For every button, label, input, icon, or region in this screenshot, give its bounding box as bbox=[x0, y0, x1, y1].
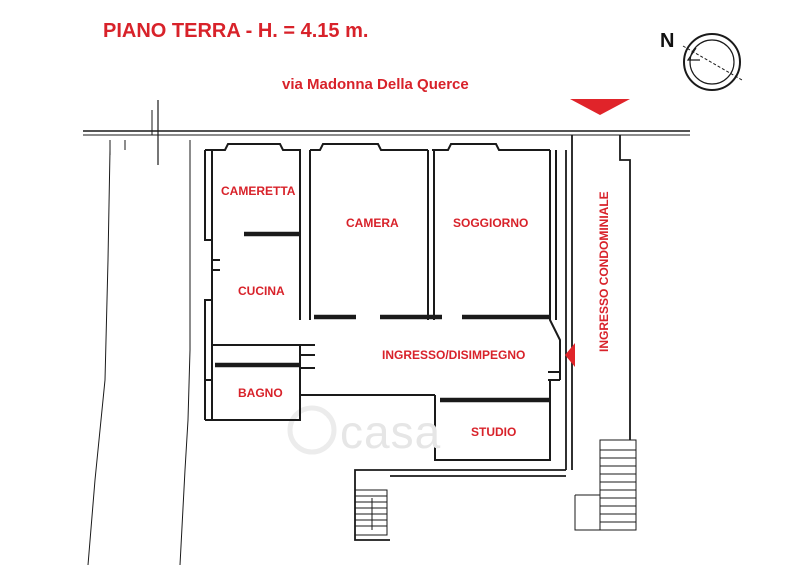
compass-icon bbox=[682, 33, 743, 91]
room-label-studio: STUDIO bbox=[471, 425, 517, 439]
thick-wall-segments bbox=[215, 231, 550, 403]
room-label-cameretta: CAMERETTA bbox=[221, 184, 296, 198]
room-label-camera: CAMERA bbox=[346, 216, 399, 230]
apartment-entrance-marker bbox=[565, 343, 575, 367]
room-label-bagno: BAGNO bbox=[238, 386, 283, 400]
stairs-left bbox=[354, 489, 388, 536]
street-name: via Madonna Della Querce bbox=[282, 76, 469, 93]
street-entrance-marker bbox=[570, 99, 630, 115]
room-label-ingresso-condominiale: INGRESSO CONDOMINIALE bbox=[597, 191, 611, 352]
room-label-cucina: CUCINA bbox=[238, 284, 285, 298]
room-label-ingresso: INGRESSO/DISIMPEGNO bbox=[382, 348, 526, 362]
watermark-logo bbox=[287, 405, 337, 455]
door-marks bbox=[212, 259, 560, 405]
room-label-soggiorno: SOGGIORNO bbox=[453, 216, 529, 230]
interior-walls bbox=[205, 150, 435, 395]
north-label: N bbox=[660, 30, 675, 52]
condominium-corridor bbox=[354, 135, 631, 541]
boundary-lines bbox=[87, 140, 191, 565]
street-line bbox=[83, 100, 690, 165]
watermark-text: casa bbox=[340, 406, 442, 458]
plan-title: PIANO TERRA - H. = 4.15 m. bbox=[103, 20, 369, 42]
stairs-right bbox=[574, 439, 637, 531]
